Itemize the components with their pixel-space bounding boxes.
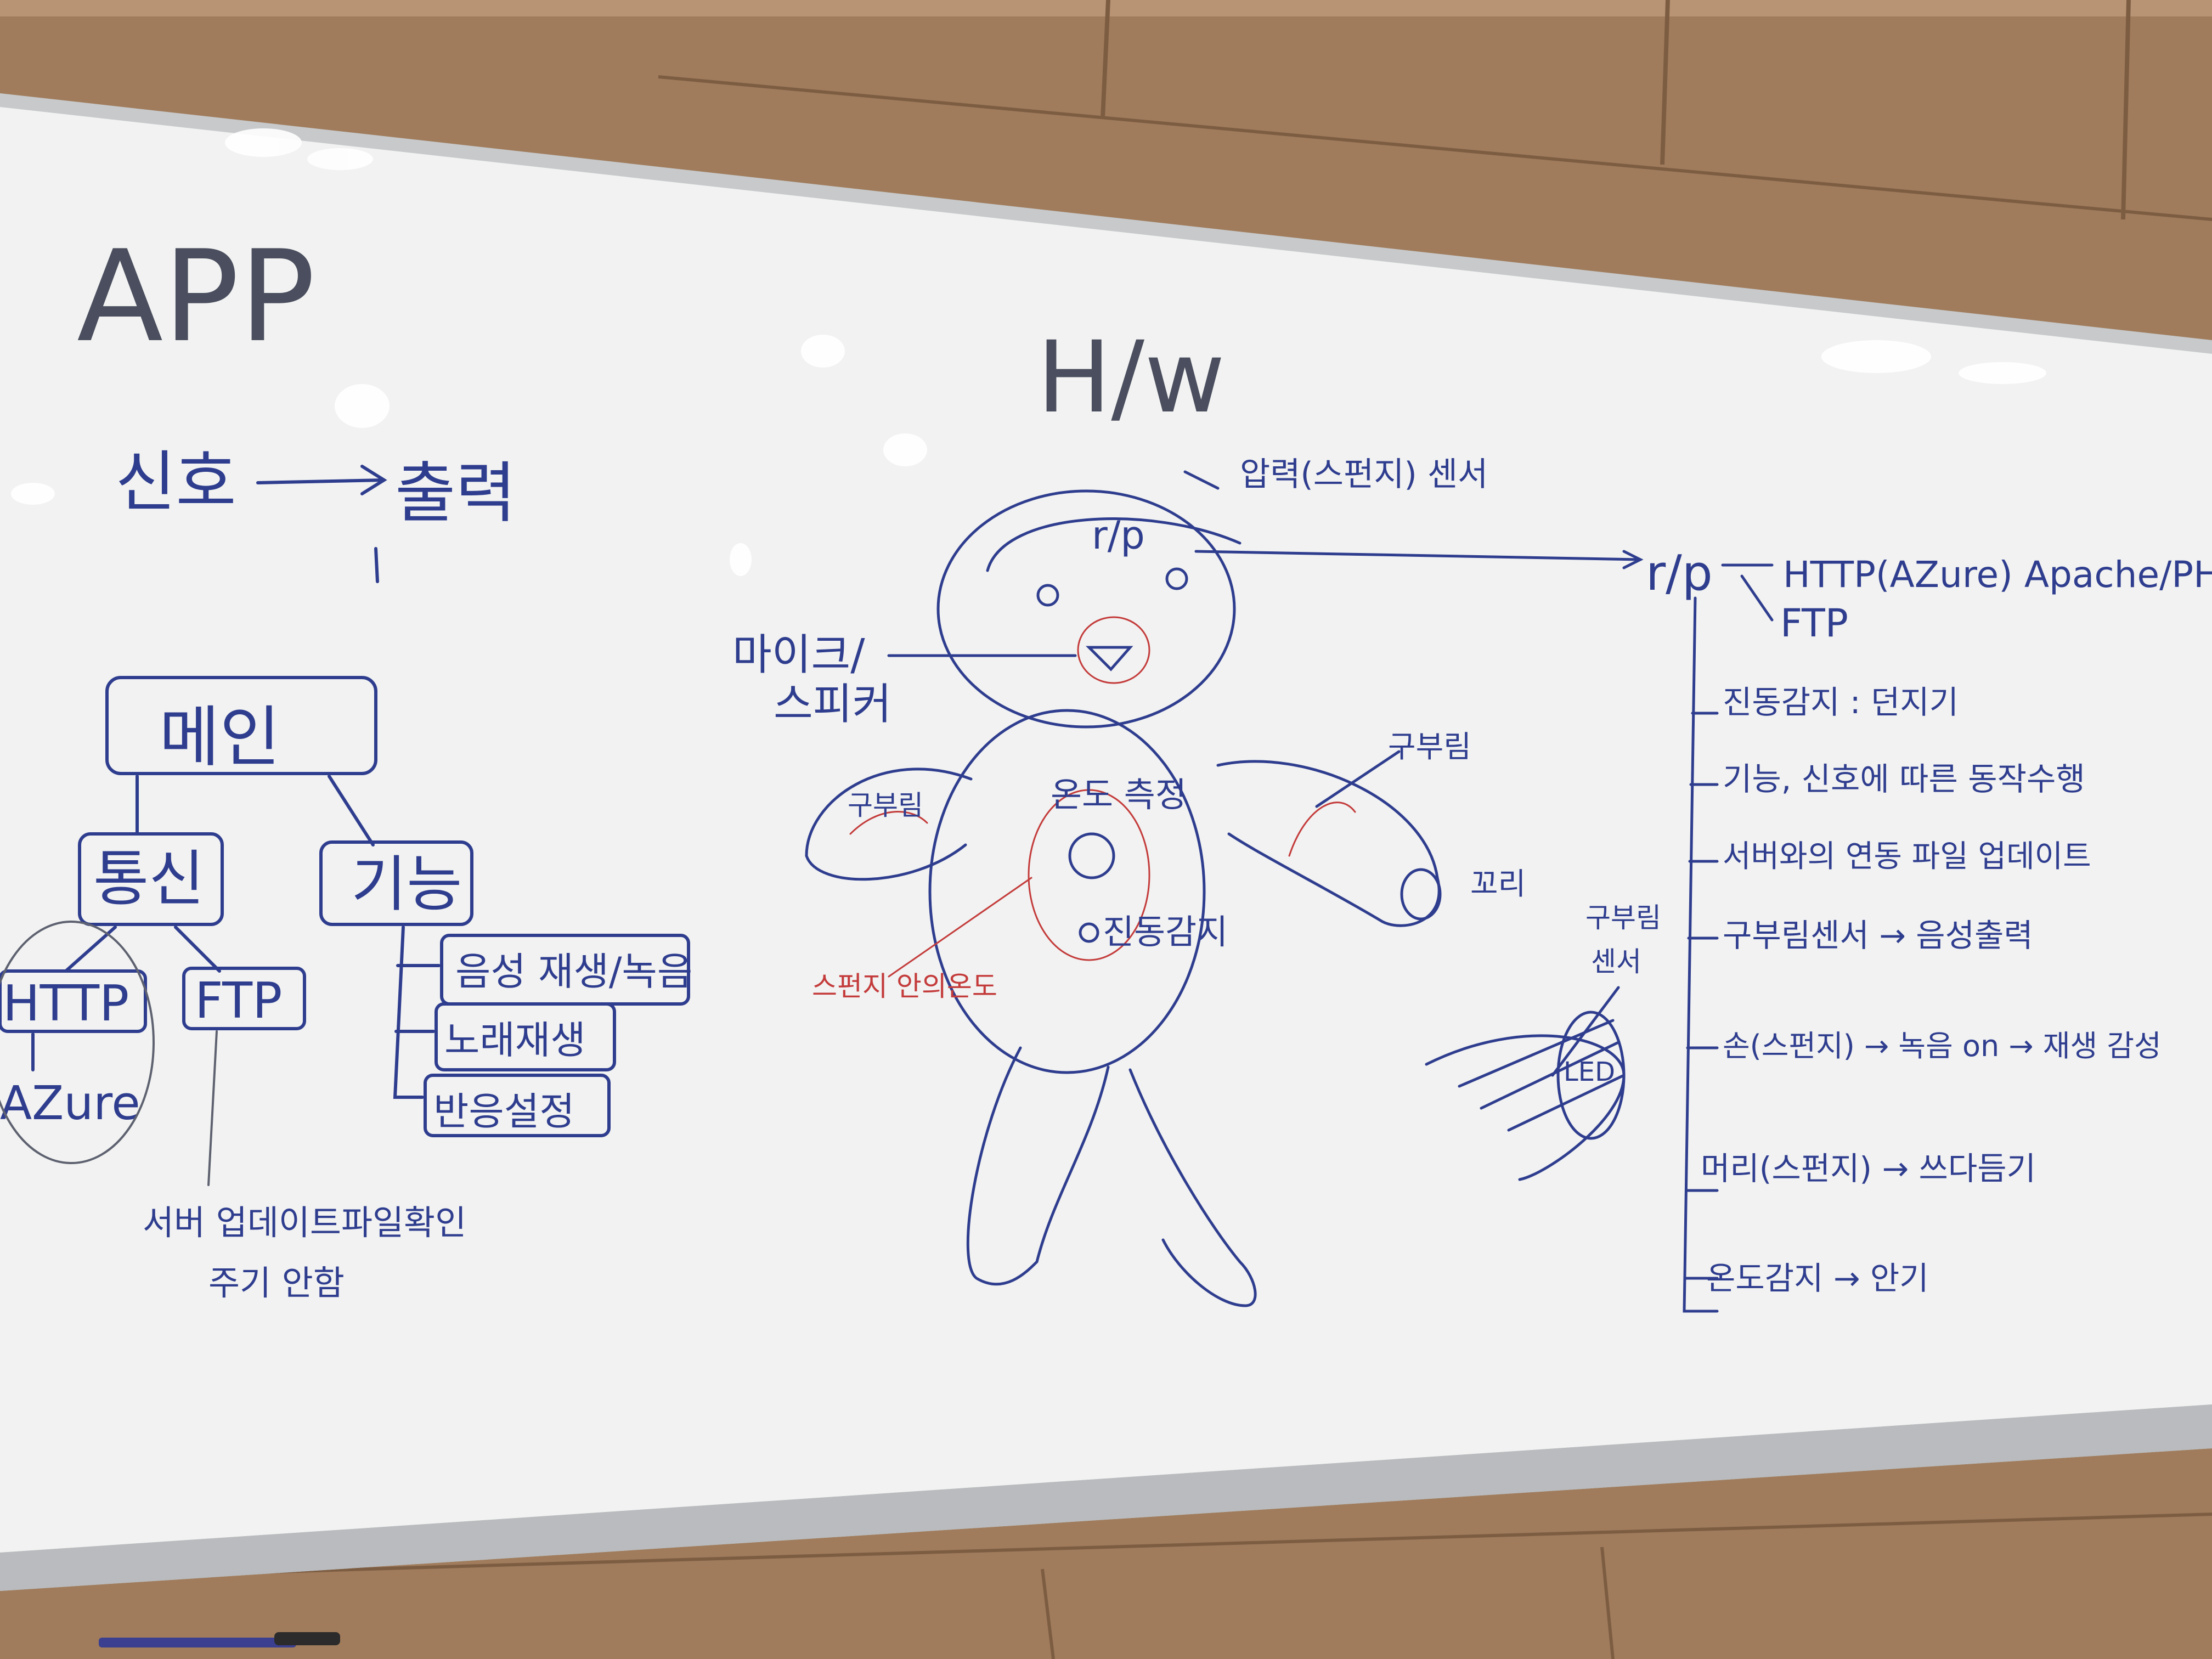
server-note-line-2: 주기 안함 bbox=[208, 1263, 345, 1303]
app-title: APP bbox=[77, 224, 315, 370]
rp-ftp-label: FTP bbox=[1780, 601, 1848, 646]
rp-ftp-connector bbox=[1740, 574, 1774, 622]
func-item-box-2 bbox=[435, 1002, 616, 1071]
bear-body bbox=[928, 709, 1206, 1074]
server-note-line-1: 서버 업데이트파일확인 bbox=[143, 1203, 466, 1243]
main-label: 메인 bbox=[159, 699, 280, 776]
rp-item-7: 온도감지 → 안기 bbox=[1706, 1260, 1929, 1297]
head-rp-label: r/p bbox=[1092, 513, 1145, 558]
rp-tree-trunk bbox=[1683, 596, 1719, 1313]
bear-eye-right bbox=[1165, 567, 1188, 590]
bend-right-label: 구부림 bbox=[1388, 729, 1471, 764]
output-tick bbox=[374, 547, 379, 583]
rp-item-6: 머리(스펀지) → 쓰다듬기 bbox=[1701, 1150, 2036, 1187]
left-arm-bend-arc bbox=[849, 811, 928, 835]
whiteboard-surface bbox=[0, 107, 2212, 1553]
right-arm-bend-pointer bbox=[1315, 750, 1401, 808]
bear-leg-right bbox=[1128, 1068, 1257, 1307]
func-item-2: 노래재생 bbox=[444, 1018, 586, 1063]
mic-speaker-label-2: 스피커 bbox=[774, 680, 891, 729]
comm-label: 통신 bbox=[93, 844, 204, 914]
bear-arm-right bbox=[1216, 760, 1441, 927]
bear-eye-left bbox=[1036, 584, 1059, 607]
http-azure-circle bbox=[0, 921, 155, 1164]
vibration-label: 진동감지 bbox=[1103, 912, 1228, 952]
rp-item-4: 구부림센서 → 음성출력 bbox=[1723, 917, 2033, 954]
pressure-pointer bbox=[1183, 470, 1220, 490]
ftp-down-line bbox=[207, 1030, 218, 1186]
belly-sensor bbox=[1068, 832, 1115, 879]
func-item-box-3 bbox=[424, 1074, 611, 1137]
comm-box bbox=[78, 832, 224, 926]
rp-item-1: 진동감지 : 던지기 bbox=[1723, 684, 1959, 721]
bear-leg-left bbox=[966, 1046, 1110, 1286]
hw-title: H/w bbox=[1037, 320, 1225, 435]
head-to-rp-line bbox=[1194, 550, 1642, 561]
func-tree-line bbox=[393, 926, 441, 1099]
bear-mouth-circle bbox=[1077, 616, 1150, 684]
sponge-temp-pointer bbox=[888, 877, 1032, 978]
signal-output-arrow bbox=[256, 465, 387, 495]
bear-head bbox=[936, 489, 1236, 729]
rp-item-3: 서버와의 연동 파일 업데이트 bbox=[1723, 839, 2091, 874]
mic-speaker-label-1: 마이크/ bbox=[732, 630, 865, 680]
marker-pens bbox=[99, 1632, 340, 1647]
belly-circle bbox=[1028, 789, 1150, 961]
rp-item-5: 손(스펀지) → 녹음 on → 재생 감성 bbox=[1723, 1029, 2162, 1063]
sponge-temp-label: 스펀지 안의온도 bbox=[812, 970, 997, 1002]
bend-sensor-label-2: 센서 bbox=[1591, 946, 1641, 978]
led-arc bbox=[1425, 1034, 1626, 1181]
func-item-1: 음성 재생/녹음 bbox=[455, 949, 692, 994]
right-arm-bend-arc bbox=[1288, 802, 1356, 857]
func-label: 기능 bbox=[351, 849, 462, 919]
tail-label: 꼬리 bbox=[1470, 866, 1526, 901]
ftp-box bbox=[182, 967, 306, 1030]
http-box bbox=[0, 969, 147, 1033]
rp-http-line: HTTP(AZure) Apache/PHP bbox=[1783, 554, 2212, 596]
rp-arrow-head bbox=[1622, 550, 1644, 569]
marker-tray bbox=[0, 1404, 2212, 1591]
bear-tail bbox=[1400, 868, 1442, 921]
pressure-sensor-label: 압력(스펀지) 센서 bbox=[1240, 455, 1488, 494]
azure-label: AZure bbox=[0, 1076, 140, 1131]
temp-measure-label: 온도 측정 bbox=[1051, 775, 1187, 815]
vibration-dot bbox=[1079, 922, 1099, 943]
ftp-label: FTP bbox=[195, 972, 282, 1030]
rp-label: r/p bbox=[1646, 545, 1713, 601]
output-label: 출력 bbox=[395, 455, 516, 532]
signal-label: 신호 bbox=[115, 444, 236, 521]
bear-arm-left bbox=[805, 768, 973, 881]
led-strokes bbox=[1458, 1019, 1626, 1132]
rp-item-2: 기능, 신호에 따른 동작수행 bbox=[1723, 760, 2085, 798]
func-box bbox=[319, 840, 473, 926]
main-box bbox=[105, 676, 377, 775]
bend-sensor-label-1: 구부림 bbox=[1585, 902, 1661, 934]
head-sponge-arc bbox=[986, 517, 1242, 572]
light-reflections bbox=[11, 128, 2046, 576]
rp-branch-ticks bbox=[1684, 712, 1719, 1280]
bend-left-label: 구부림 bbox=[848, 789, 923, 821]
http-label: HTTP bbox=[3, 975, 129, 1032]
bear-mouth bbox=[1085, 646, 1133, 672]
tree-line-main-func bbox=[328, 775, 375, 847]
func-item-3: 반응설정 bbox=[433, 1089, 575, 1134]
